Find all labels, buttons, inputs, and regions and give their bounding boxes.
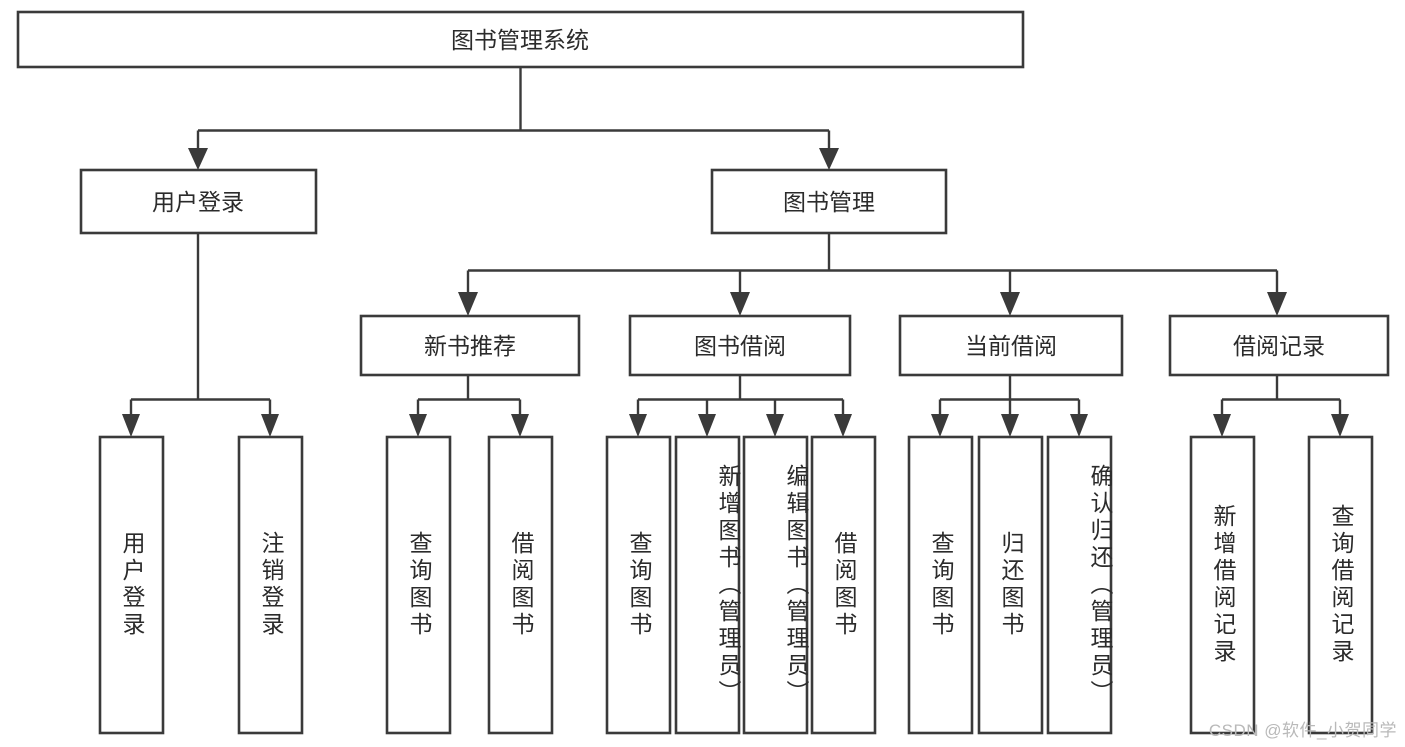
arrow-head-new-book: [458, 292, 478, 316]
node-boxes-group: [16, 10, 1390, 735]
label-leaf-borrow-record-query: 查询借阅记录: [1328, 504, 1354, 666]
arrow-head-leaf-user-login-1: [122, 414, 140, 437]
arrow-head-leaf-book-borrow-2: [698, 414, 716, 437]
node-leaf-user-login-login[interactable]: [98, 435, 165, 735]
arrow-head-leaf-borrow-record-1: [1213, 414, 1231, 437]
label-leaf-book-borrow-add: 新增图书（管理员）: [715, 463, 741, 707]
label-root-book-management-system: 图书管理系统: [451, 27, 589, 53]
node-leaf-book-borrow-borrow[interactable]: [810, 435, 877, 735]
horizontal-labels-group: 图书管理系统 用户登录 图书管理 新书推荐 图书借阅 当前借阅 借阅记录: [152, 27, 1325, 359]
arrow-head-current-borrow: [1000, 292, 1020, 316]
node-leaf-current-borrow-return[interactable]: [977, 435, 1044, 735]
label-leaf-current-borrow-confirm: 确认归还（管理员）: [1087, 463, 1113, 707]
label-new-book-recommend: 新书推荐: [424, 333, 516, 359]
node-leaf-new-book-borrow[interactable]: [487, 435, 554, 735]
label-book-borrow: 图书借阅: [694, 333, 786, 359]
label-leaf-user-login-logout: 注销登录: [258, 531, 284, 639]
arrow-head-leaf-book-borrow-1: [629, 414, 647, 437]
node-leaf-current-borrow-query[interactable]: [907, 435, 974, 735]
label-leaf-current-borrow-return: 归还图书: [998, 531, 1024, 639]
csdn-watermark: CSDN @软件_小贺同学: [1208, 721, 1397, 740]
arrow-head-leaf-user-login-2: [261, 414, 279, 437]
arrow-head-leaf-book-borrow-3: [766, 414, 784, 437]
node-leaf-book-borrow-query[interactable]: [605, 435, 672, 735]
label-leaf-user-login-login: 用户登录: [119, 531, 145, 639]
arrow-head-book-borrow: [730, 292, 750, 316]
arrow-head-leaf-book-borrow-4: [834, 414, 852, 437]
arrow-head-leaf-new-book-1: [409, 414, 427, 437]
node-current-borrow[interactable]: [898, 314, 1124, 377]
label-leaf-book-borrow-edit: 编辑图书（管理员）: [783, 463, 809, 707]
label-leaf-book-borrow-borrow: 借阅图书: [831, 531, 857, 639]
label-leaf-current-borrow-query: 查询图书: [928, 531, 954, 639]
node-leaf-book-borrow-edit[interactable]: [742, 435, 809, 735]
arrow-head-leaf-new-book-2: [511, 414, 529, 437]
node-leaf-user-login-logout[interactable]: [237, 435, 304, 735]
arrow-head-leaf-current-borrow-1: [931, 414, 949, 437]
label-book-management: 图书管理: [783, 189, 875, 215]
label-borrow-record: 借阅记录: [1233, 333, 1325, 359]
node-user-login[interactable]: [79, 168, 318, 235]
node-leaf-current-borrow-confirm[interactable]: [1046, 435, 1113, 735]
label-current-borrow: 当前借阅: [965, 333, 1057, 359]
node-leaf-book-borrow-add[interactable]: [674, 435, 741, 735]
node-book-management[interactable]: [710, 168, 948, 235]
label-leaf-new-book-borrow: 借阅图书: [508, 531, 534, 639]
label-leaf-book-borrow-query: 查询图书: [626, 531, 652, 639]
node-leaf-borrow-record-add[interactable]: [1189, 435, 1256, 735]
node-leaf-new-book-query[interactable]: [385, 435, 452, 735]
arrow-head-leaf-current-borrow-3: [1070, 414, 1088, 437]
arrow-head-book-mgmt: [819, 148, 839, 170]
label-user-login: 用户登录: [152, 189, 244, 215]
node-new-book-recommend[interactable]: [359, 314, 581, 377]
node-borrow-record[interactable]: [1168, 314, 1390, 377]
arrow-head-user-login: [188, 148, 208, 170]
node-root-book-management-system[interactable]: [16, 10, 1025, 69]
arrow-head-leaf-current-borrow-2: [1001, 414, 1019, 437]
label-leaf-borrow-record-add: 新增借阅记录: [1210, 504, 1236, 666]
arrow-head-borrow-record: [1267, 292, 1287, 316]
connectors-group: [122, 67, 1349, 437]
arrow-head-leaf-borrow-record-2: [1331, 414, 1349, 437]
label-leaf-new-book-query: 查询图书: [406, 531, 432, 639]
node-book-borrow[interactable]: [628, 314, 852, 377]
node-leaf-borrow-record-query[interactable]: [1307, 435, 1374, 735]
